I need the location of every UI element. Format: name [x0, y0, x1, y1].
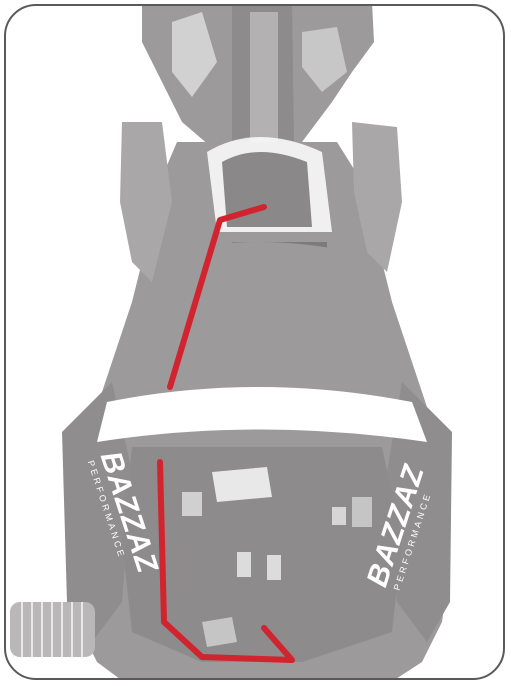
exhaust-pipe [10, 602, 95, 657]
photo-frame: BAZZAZ PERFORMANCE BAZZAZ PERFORMANCE [4, 4, 505, 680]
front-fairing [142, 4, 374, 152]
motorcycle-top-view-photo: BAZZAZ PERFORMANCE BAZZAZ PERFORMANCE [4, 4, 505, 680]
